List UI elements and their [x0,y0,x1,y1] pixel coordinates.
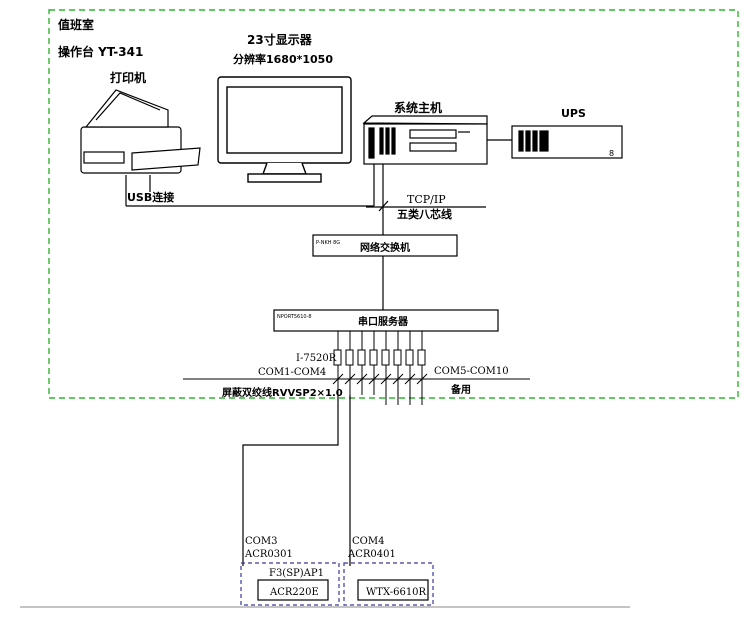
port-connectors [333,331,426,405]
ups-mark: 8 [609,149,614,158]
device-1-com: COM3 [245,536,277,547]
port-group-label: I-7520R [296,353,337,364]
serial-server-label: 串口服务器 [358,315,409,328]
room-boundary [48,9,739,399]
network-cable-label: 五类八芯线 [397,207,452,221]
device-2-com: COM4 [352,536,384,547]
host-icon [362,115,488,165]
host-label: 系统主机 [394,100,442,115]
monitor-title: 23寸显示器 [247,32,313,47]
switch-model: P-NKH 8G [316,240,340,246]
field-lines [242,395,351,566]
network-switch [312,234,458,257]
ups-label: UPS [561,107,586,120]
usb-label: USB连接 [127,190,174,204]
device-1-model: ACR220E [269,587,319,598]
switch-label: 网络交换机 [360,241,410,254]
ups-icon [511,125,623,159]
room-title: 值班室 [58,17,94,32]
device-1-address: ACR0301 [244,549,293,560]
device-2-box [357,579,429,601]
console-label: 操作台 YT-341 [58,44,143,59]
port-cable-label: 屏蔽双绞线RVVSP2×1.0 [221,386,343,399]
device-1-box [257,579,329,601]
device-1-boundary [240,562,340,606]
device-2-boundary [343,562,434,606]
device-1-name: F3(SP)AP1 [269,568,324,579]
protocol-label: TCP/IP [407,193,446,206]
monitor-icon [217,76,352,183]
device-2-address: ACR0401 [347,549,396,560]
serial-server-model: NPORT5610-8 [277,314,312,320]
port-left-range: COM1-COM4 [258,367,326,378]
printer-label: 打印机 [110,70,146,85]
printer-icon [80,89,201,192]
port-right-range: COM5-COM10 [434,366,509,377]
device-2-model: WTX-6610R [366,587,427,598]
connection-lines [125,139,512,310]
monitor-resolution: 分辨率1680*1050 [233,52,333,66]
port-spare-label: 备用 [450,383,471,396]
